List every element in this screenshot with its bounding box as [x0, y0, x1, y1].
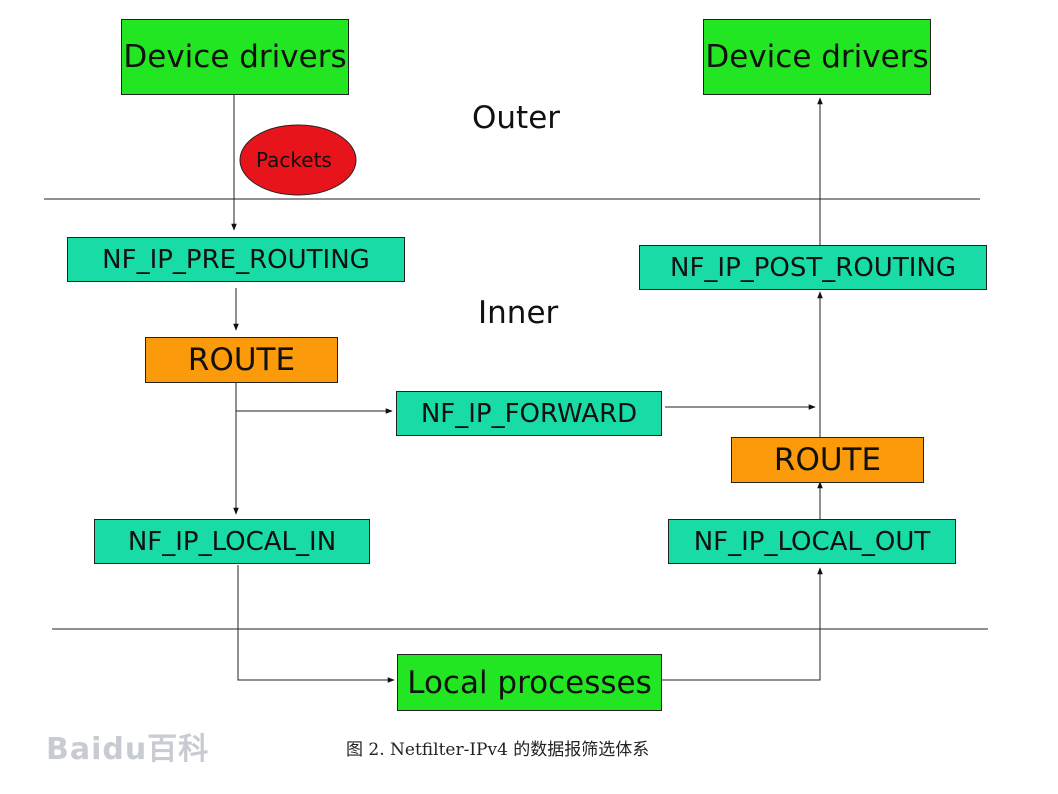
nf-ip-post-routing-label: NF_IP_POST_ROUTING: [670, 252, 956, 283]
packets-label: Packets: [256, 148, 332, 172]
nf-ip-local-out-box: NF_IP_LOCAL_OUT: [668, 519, 956, 564]
route-right-label: ROUTE: [773, 442, 882, 478]
arrow-localin-to-localprocesses: [237, 565, 395, 683]
arrow-localprocesses-to-localout: [662, 567, 823, 681]
packets-ellipse: [239, 124, 357, 196]
nf-ip-local-out-label: NF_IP_LOCAL_OUT: [693, 526, 931, 557]
outer-region-label: Outer: [472, 100, 561, 136]
device-drivers-output-label: Device drivers: [705, 39, 929, 75]
nf-ip-local-in-label: NF_IP_LOCAL_IN: [127, 526, 337, 557]
baidu-watermark: Baidu百科: [46, 732, 210, 767]
route-left-label: ROUTE: [187, 342, 296, 378]
device-drivers-output: Device drivers: [703, 19, 931, 95]
nf-ip-pre-routing-box: NF_IP_PRE_ROUTING: [67, 237, 405, 282]
device-drivers-input-label: Device drivers: [123, 39, 347, 75]
nf-ip-forward-label: NF_IP_FORWARD: [420, 398, 638, 429]
route-right-box: ROUTE: [731, 437, 924, 483]
local-processes-box: Local processes: [397, 654, 662, 711]
figure-caption: 图 2. Netfilter-IPv4 的数据报筛选体系: [346, 740, 650, 760]
nf-ip-local-in-box: NF_IP_LOCAL_IN: [94, 519, 370, 564]
nf-ip-post-routing-box: NF_IP_POST_ROUTING: [639, 245, 987, 290]
device-drivers-input: Device drivers: [121, 19, 349, 95]
local-processes-label: Local processes: [407, 664, 652, 701]
nf-ip-forward-box: NF_IP_FORWARD: [396, 391, 662, 436]
inner-region-label: Inner: [478, 295, 559, 331]
nf-ip-pre-routing-label: NF_IP_PRE_ROUTING: [102, 244, 370, 275]
route-left-box: ROUTE: [145, 337, 338, 383]
